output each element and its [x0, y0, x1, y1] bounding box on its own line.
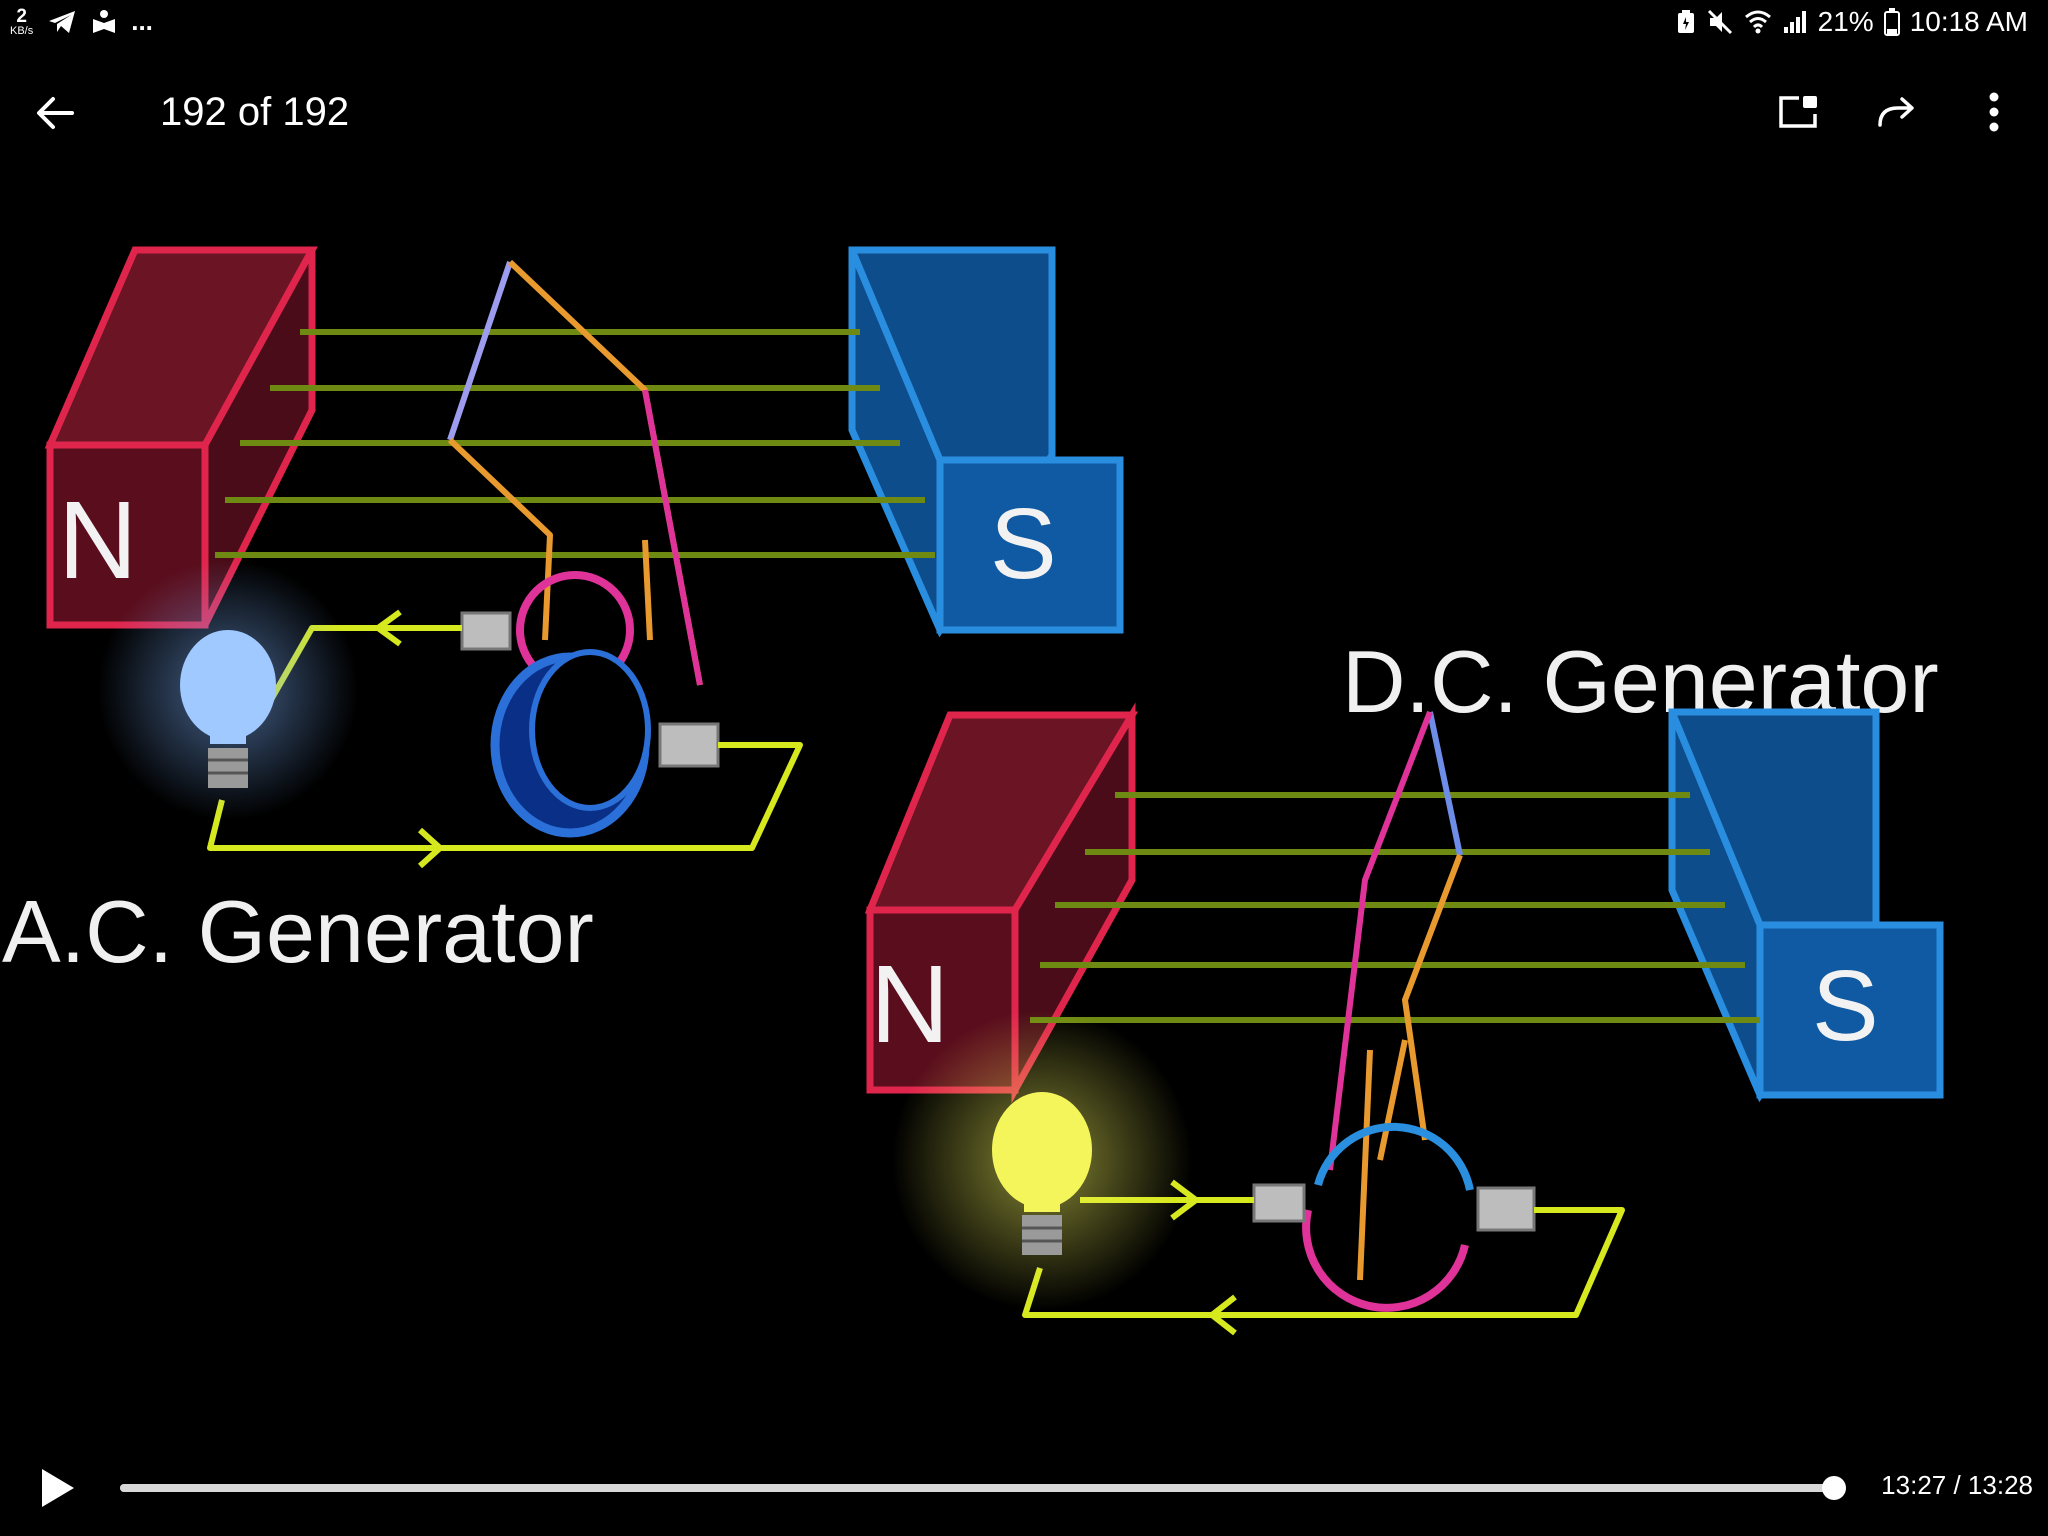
dc-south-magnet: S [1668, 708, 1944, 1103]
ac-field-lines [215, 329, 935, 558]
video-frame[interactable]: N S [0, 200, 2048, 1380]
network-speed: 2 KB/s [10, 7, 33, 37]
playback-time: 13:27 / 13:28 [1881, 1470, 2033, 1501]
ac-brush-bottom [658, 722, 720, 768]
ac-south-magnet: S [848, 246, 1124, 638]
generator-illustration: N S [2, 246, 1944, 1336]
app-bar: 192 of 192 [0, 70, 2048, 154]
current-time: 13:27 [1881, 1470, 1947, 1500]
dc-brush-left [1252, 1183, 1306, 1223]
status-bar: 2 KB/s ... [0, 0, 2048, 48]
dc-north-label: N [870, 943, 949, 1066]
battery-saver-icon [1677, 10, 1694, 33]
ac-bulb [98, 560, 358, 820]
reading-app-icon [93, 9, 116, 33]
status-left: 2 KB/s ... [10, 6, 153, 37]
signal-icon [1783, 11, 1806, 33]
play-button[interactable] [38, 1466, 78, 1510]
dc-coil [1327, 710, 1463, 1281]
dc-commutator-pink [1302, 1209, 1469, 1312]
ac-generator-title: A.C. Generator [2, 882, 594, 981]
network-speed-unit: KB/s [10, 24, 34, 37]
wifi-icon [1744, 10, 1771, 34]
network-speed-value: 2 [16, 5, 27, 27]
more-vert-icon [1989, 92, 1999, 132]
ac-north-label: N [58, 479, 137, 602]
play-icon [42, 1469, 74, 1507]
share-button[interactable] [1870, 86, 1922, 138]
mute-icon [1707, 9, 1732, 35]
picture-in-picture-button[interactable] [1772, 86, 1824, 138]
ac-south-label: S [990, 488, 1057, 600]
share-icon [1878, 97, 1914, 127]
dc-bulb [892, 1010, 1192, 1310]
picture-in-picture-icon [1779, 96, 1817, 128]
battery-icon [1883, 8, 1900, 36]
dc-brush-right [1476, 1186, 1536, 1232]
dc-south-label: S [1812, 950, 1879, 1062]
player-controls: 13:27 / 13:28 [0, 1440, 2048, 1536]
seek-bar-thumb[interactable] [1821, 1476, 1846, 1500]
ac-generator: N S [2, 246, 1124, 981]
dc-generator: D.C. Generator N S [864, 632, 1944, 1336]
back-button[interactable] [30, 88, 80, 138]
seek-bar[interactable] [120, 1476, 1846, 1500]
more-options-button[interactable] [1968, 86, 2020, 138]
total-time: 13:28 [1967, 1470, 2033, 1500]
more-notifications-indicator: ... [131, 6, 153, 36]
clock: 10:18 AM [1909, 6, 2028, 37]
app-actions [1772, 86, 2020, 138]
battery-percent: 21% [1817, 6, 1874, 37]
time-separator: / [1946, 1470, 1968, 1500]
seek-bar-progress [120, 1484, 1834, 1492]
ac-brush-top [460, 611, 512, 651]
back-arrow-icon [37, 97, 74, 129]
status-right: 21% 10:18 AM [1676, 6, 2028, 38]
telegram-icon [49, 10, 76, 33]
dc-north-magnet: N [864, 702, 1139, 1104]
media-counter: 192 of 192 [160, 90, 350, 134]
ac-coil [447, 259, 703, 686]
dc-field-lines [1030, 792, 1760, 1023]
dc-commutator-blue [1314, 1122, 1474, 1191]
